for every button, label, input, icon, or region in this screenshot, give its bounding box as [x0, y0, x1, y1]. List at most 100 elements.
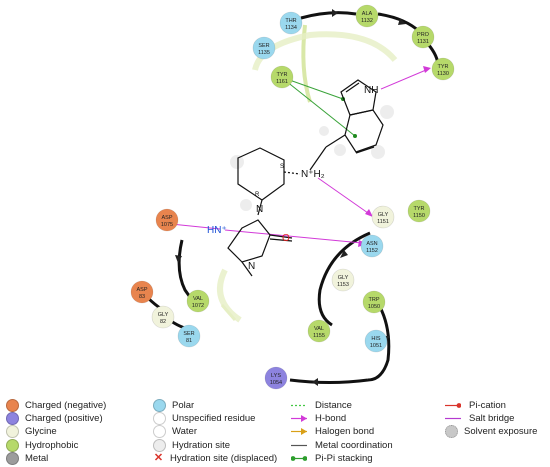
legend-label: Charged (negative) — [25, 399, 107, 411]
legend-swatch — [6, 451, 19, 465]
backbone-arrows — [175, 9, 406, 386]
residue-layer: THR1134ALA1132SER1135PRO1131TYR1130TYR11… — [130, 4, 455, 390]
residue-name: GLY — [158, 312, 169, 318]
residue-number: 1155 — [313, 333, 325, 339]
residue-number: 1153 — [337, 282, 349, 288]
residue-number: 1134 — [285, 25, 297, 31]
residue-name: LYS — [271, 373, 281, 379]
residue-circle — [177, 324, 201, 348]
legend-item: Metal coordination — [291, 439, 393, 451]
legend-label: Hydrophobic — [25, 439, 79, 451]
residue-circle — [186, 289, 210, 313]
carbonyl-o-label: O — [282, 233, 290, 244]
residue-circle — [371, 205, 395, 229]
legend-item: Charged (positive) — [6, 411, 103, 425]
residue-number: 1132 — [361, 18, 373, 24]
legend-swatch — [153, 424, 166, 438]
residue-number: 1130 — [437, 71, 449, 77]
residue-circle — [411, 25, 435, 49]
residue-circle — [130, 280, 154, 304]
legend-label: Pi-cation — [469, 399, 506, 411]
legend-item: Water — [153, 424, 197, 438]
residue-circle — [264, 366, 288, 390]
residue-number: 1131 — [417, 39, 429, 45]
residue-name: ASP — [161, 215, 172, 221]
residue-name: TYR — [414, 206, 425, 212]
legend-item: H-bond — [291, 412, 346, 424]
residue-name: TRP — [369, 297, 380, 303]
legend-swatch — [6, 398, 19, 412]
legend-swatch — [153, 398, 166, 412]
residue-circle — [252, 36, 276, 60]
legend-label: Metal coordination — [315, 439, 393, 451]
residue-name: ALA — [362, 11, 373, 17]
legend-item: Solvent exposure — [445, 424, 538, 438]
residue-name: THR — [285, 18, 296, 24]
residue-number: 83 — [139, 294, 145, 300]
residue-number: 1054 — [270, 380, 282, 386]
legend: Charged (negative)Charged (positive)Glyc… — [0, 396, 550, 466]
legend-item: Polar — [153, 398, 195, 412]
hn-plus-label: HN⁺ — [207, 225, 227, 236]
residue-name: TYR — [438, 64, 449, 70]
legend-line-swatch — [291, 426, 307, 437]
cross-icon: ✕ — [153, 451, 164, 464]
ligand-piperidine — [237, 147, 301, 216]
legend-line-swatch — [291, 413, 307, 424]
residue-circle — [407, 199, 431, 223]
residue-circle — [360, 234, 384, 258]
pi-pi-stacking — [280, 76, 356, 137]
legend-swatch — [153, 411, 166, 425]
legend-item: Unspecified residue — [153, 411, 255, 425]
legend-label: Distance — [315, 399, 352, 411]
residue-name: TYR — [277, 72, 288, 78]
legend-label: Halogen bond — [315, 425, 375, 437]
legend-label: Solvent exposure — [464, 425, 538, 437]
legend-label: Water — [172, 425, 197, 437]
ligand-pyrazinone — [227, 219, 293, 277]
legend-label: Glycine — [25, 425, 57, 437]
legend-label: Salt bridge — [469, 412, 515, 424]
ligand-indole — [309, 79, 384, 171]
legend-item: Metal — [6, 451, 49, 465]
legend-label: Polar — [172, 399, 195, 411]
residue-number: 1151 — [377, 219, 389, 225]
residue-number: 1072 — [192, 303, 204, 309]
residue-number: 1152 — [366, 248, 378, 254]
legend-label: Metal — [25, 452, 49, 464]
residue-circle — [364, 329, 388, 353]
legend-swatch — [6, 411, 19, 425]
residue-circle — [331, 268, 355, 292]
ligand-atom-labels: NH N⁺H₂ S R N HN⁺ O N — [207, 85, 378, 272]
ammonium-label: N⁺H₂ — [301, 169, 325, 180]
residue-number: 81 — [186, 338, 192, 344]
h-bond-lines — [170, 69, 427, 244]
legend-line-swatch — [290, 453, 308, 464]
legend-item: Hydration site — [153, 438, 230, 452]
residue-name: SER — [183, 331, 194, 337]
legend-line-swatch — [445, 400, 462, 411]
legend-line-swatch — [291, 440, 307, 451]
legend-swatch — [153, 438, 166, 452]
legend-label: Charged (positive) — [25, 412, 103, 424]
legend-label: Hydration site (displaced) — [170, 452, 278, 464]
residue-name: VAL — [314, 326, 324, 332]
legend-line-swatch — [445, 413, 461, 424]
pocket-outline — [252, 31, 398, 71]
legend-item: Hydrophobic — [6, 438, 79, 452]
residue-number: 1161 — [276, 79, 288, 85]
residue-name: GLY — [338, 275, 349, 281]
residue-circle — [355, 4, 379, 28]
